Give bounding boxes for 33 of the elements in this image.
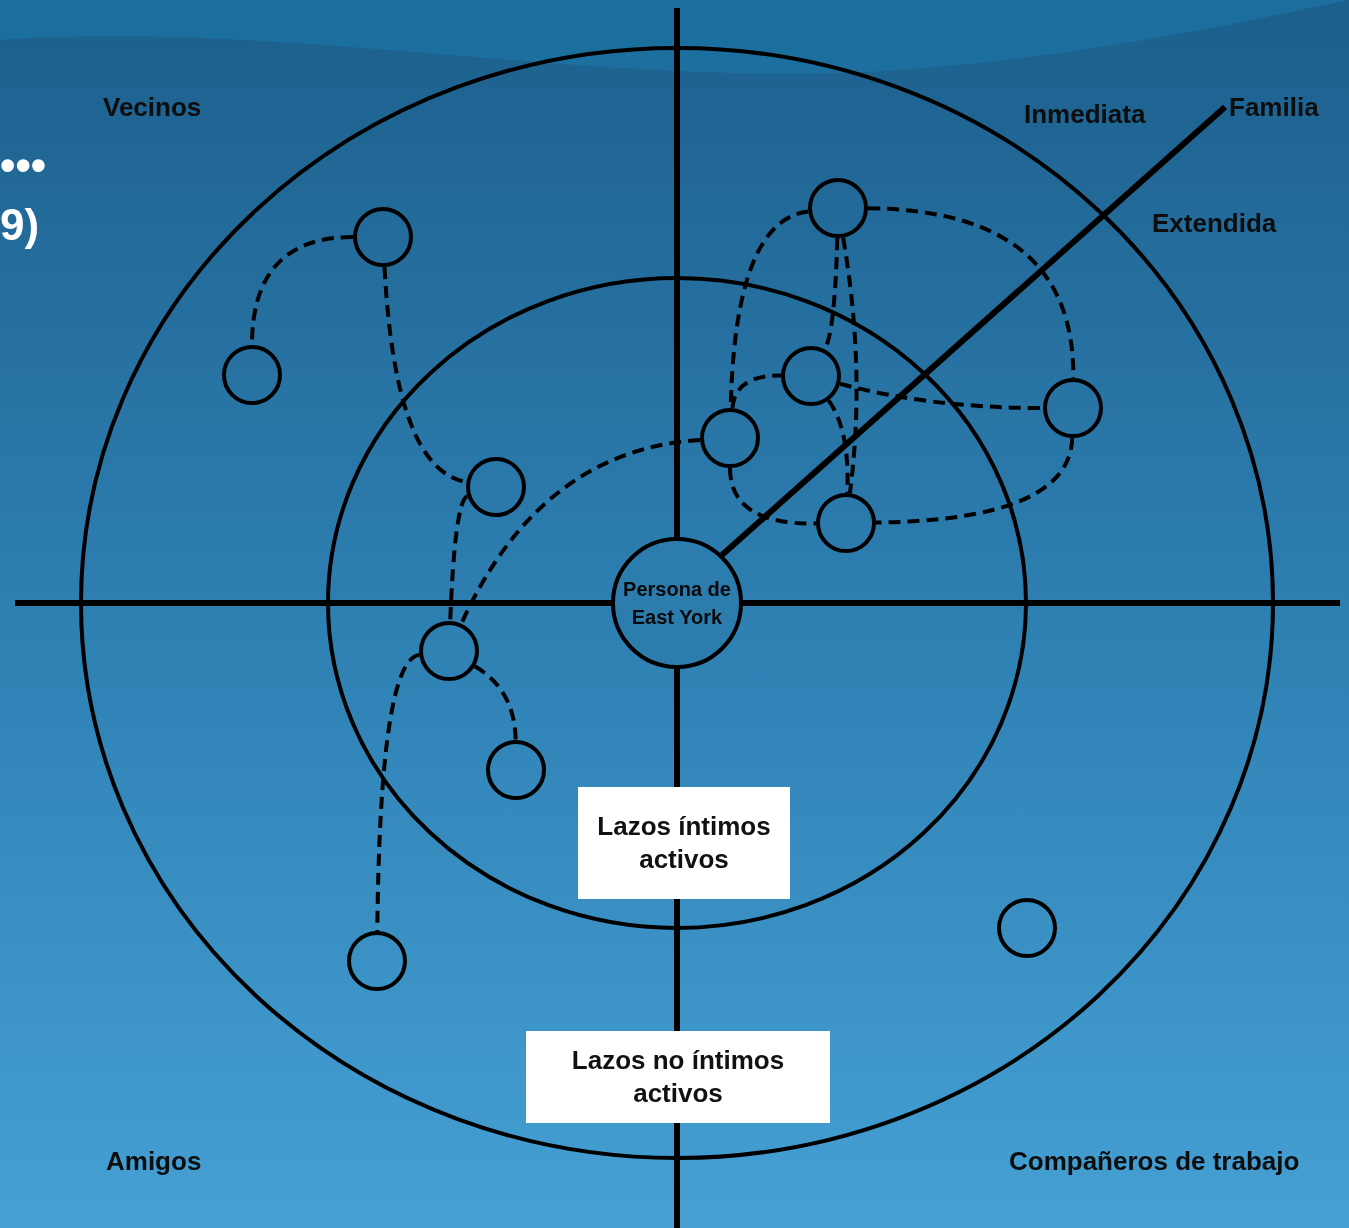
contact-circle <box>808 178 868 238</box>
connector <box>728 467 817 526</box>
ring-label-box: Lazos no íntimos activos <box>526 1031 830 1123</box>
title-fragment: 9) <box>0 200 40 250</box>
contact-circle <box>466 457 526 517</box>
connector <box>375 653 421 932</box>
contact-circle <box>486 740 546 800</box>
connector <box>826 399 850 494</box>
title-fragment: ••• <box>0 140 47 190</box>
sector-label: Extendida <box>1152 208 1277 239</box>
connector <box>730 373 782 409</box>
sector-label: Vecinos <box>103 92 202 123</box>
contact-circle <box>781 346 841 406</box>
connector <box>448 494 469 622</box>
sector-label: Amigos <box>106 1146 202 1177</box>
sector-label: Inmediata <box>1024 99 1146 130</box>
sector-label: Compañeros de trabajo <box>1009 1146 1300 1177</box>
contact-circle <box>222 345 282 405</box>
sector-label: Familia <box>1229 92 1319 123</box>
connector <box>867 206 1076 379</box>
contact-circle <box>700 408 760 468</box>
connector <box>473 664 518 741</box>
contact-circle <box>1043 378 1103 438</box>
connector <box>841 237 859 494</box>
contact-circle <box>997 898 1057 958</box>
connector <box>875 437 1075 525</box>
contact-circle <box>353 207 413 267</box>
contact-circle <box>816 493 876 553</box>
connector <box>459 437 701 625</box>
contact-circle <box>419 621 479 681</box>
ring-label-box: Lazos íntimos activos <box>578 787 790 899</box>
person-circle: Persona de East York <box>611 537 743 669</box>
contact-circle <box>347 931 407 991</box>
